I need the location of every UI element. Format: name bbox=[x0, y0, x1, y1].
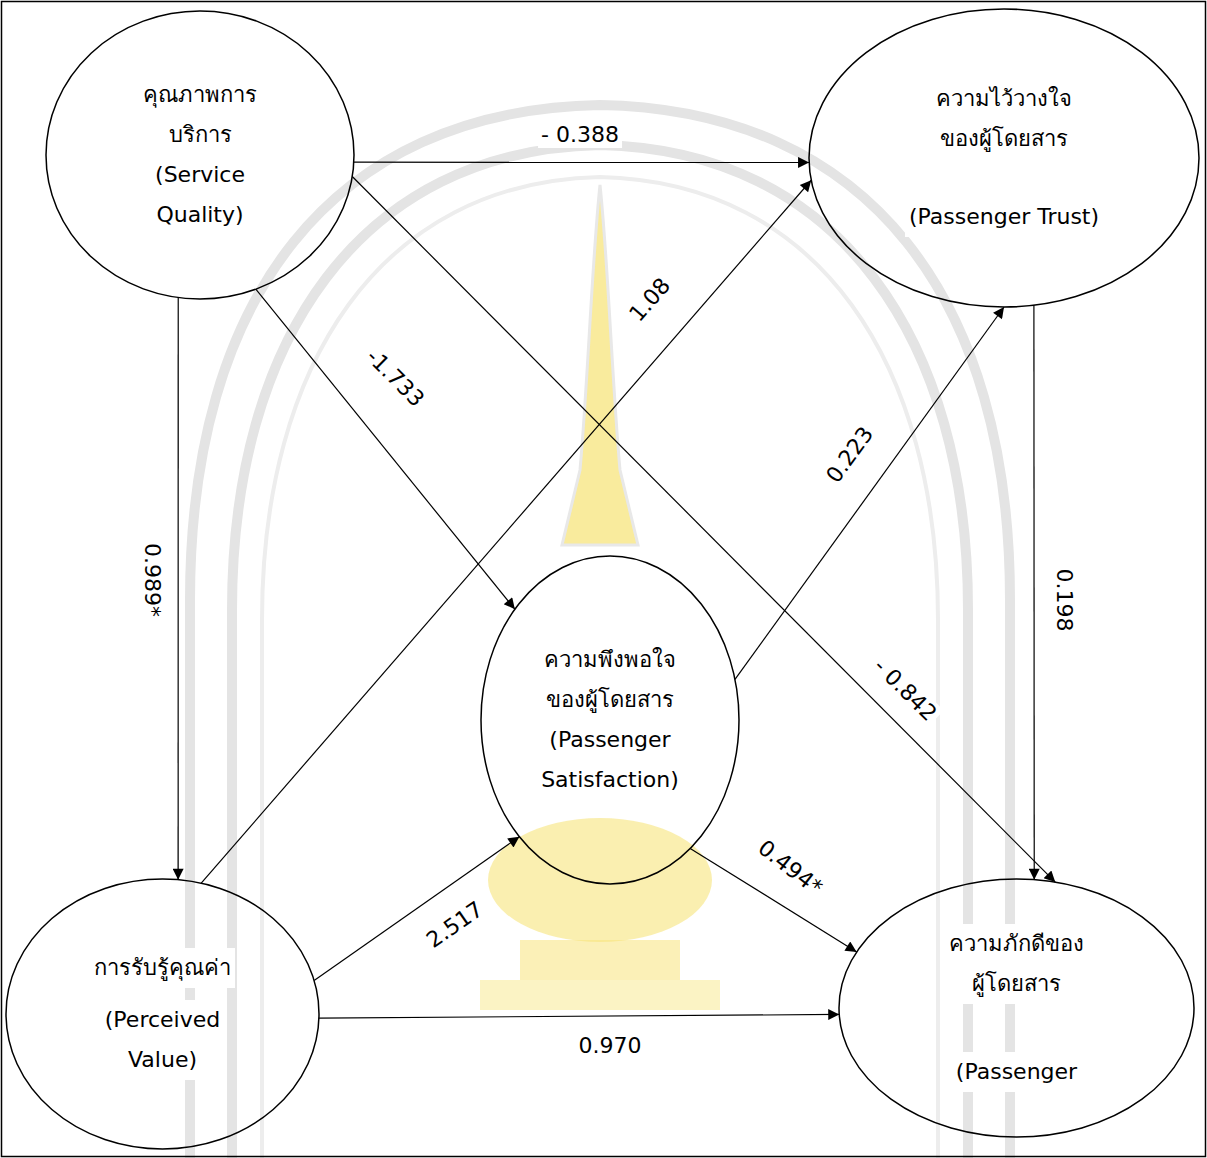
emblem-watermark bbox=[190, 105, 1010, 1158]
emblem-arch bbox=[262, 177, 938, 1158]
path-coefficient: 0.223 bbox=[819, 419, 881, 490]
node-label-english: (Perceived Value) bbox=[101, 1000, 225, 1080]
ellipse-node: การรับรู้คุณค่า (Perceived Value) bbox=[5, 878, 320, 1150]
node-label-thai: คุณภาพการ บริการ bbox=[139, 75, 261, 155]
node-text-group: การรับรู้คุณค่า (Perceived Value) bbox=[90, 948, 235, 1080]
path-coefficient: - 0.842 bbox=[866, 651, 944, 729]
ellipse-node: ความภักดีของ ผู้โดยสาร (Passenger bbox=[838, 878, 1195, 1138]
ellipse-shape bbox=[46, 11, 354, 299]
emblem-arch bbox=[190, 105, 1010, 1158]
node-label-thai: ความพึงพอใจ ของผู้โดยสาร bbox=[540, 640, 680, 720]
emblem-base bbox=[488, 818, 712, 942]
node-text-group: ความภักดีของ ผู้โดยสาร (Passenger bbox=[945, 924, 1088, 1092]
path-coefficient: 0.989* bbox=[139, 540, 165, 620]
ellipse-outline bbox=[838, 878, 1195, 1138]
node-text-group: ความไว้วางใจ ของผู้โดยสาร (Passenger Trus… bbox=[905, 79, 1104, 237]
path-arrow bbox=[319, 1014, 839, 1018]
node-text-group: คุณภาพการ บริการ(Service Quality) bbox=[139, 75, 261, 235]
emblem-base bbox=[480, 980, 720, 1010]
node-label-english: (Passenger bbox=[952, 1052, 1082, 1092]
ellipse-node: ความพึงพอใจ ของผู้โดยสาร(Passenger Satis… bbox=[480, 555, 740, 885]
path-coefficient: -1.733 bbox=[359, 342, 432, 415]
node-label-english: (Passenger Satisfaction) bbox=[537, 720, 683, 800]
emblem-base bbox=[520, 940, 680, 980]
path-coefficient: 2.517 bbox=[419, 895, 490, 956]
node-label-thai: การรับรู้คุณค่า bbox=[90, 948, 235, 988]
emblem-spire bbox=[562, 185, 638, 545]
path-coefficient: 0.970 bbox=[576, 1033, 645, 1059]
path-arrow bbox=[178, 298, 179, 880]
node-label-english: (Service Quality) bbox=[151, 155, 249, 235]
node-text-group: ความพึงพอใจ ของผู้โดยสาร(Passenger Satis… bbox=[537, 640, 683, 800]
ellipse-node: ความไว้วางใจ ของผู้โดยสาร (Passenger Trus… bbox=[808, 8, 1200, 308]
ellipse-node: คุณภาพการ บริการ(Service Quality) bbox=[45, 10, 355, 300]
path-arrow bbox=[352, 177, 1055, 883]
path-coefficient: - 0.388 bbox=[538, 122, 622, 148]
node-label-thai: ความภักดีของ ผู้โดยสาร bbox=[945, 924, 1088, 1004]
path-arrow bbox=[201, 180, 811, 883]
emblem-arch bbox=[232, 145, 968, 1158]
ellipse-shape bbox=[6, 879, 319, 1149]
path-coefficient: 0.494* bbox=[750, 833, 829, 903]
path-arrow bbox=[1033, 305, 1035, 879]
ellipse-shape bbox=[809, 9, 1199, 307]
node-label-thai: ความไว้วางใจ ของผู้โดยสาร bbox=[932, 79, 1076, 159]
path-arrow bbox=[354, 162, 809, 163]
path-arrow bbox=[314, 837, 519, 981]
path-coefficient: 0.198 bbox=[1051, 566, 1077, 635]
path-arrow bbox=[256, 289, 515, 609]
ellipse-shape bbox=[481, 556, 739, 884]
path-coefficient: 1.08 bbox=[622, 271, 678, 330]
path-arrow bbox=[735, 307, 1004, 679]
node-label-english: (Passenger Trust) bbox=[905, 197, 1104, 237]
ellipse-shape bbox=[839, 879, 1194, 1137]
